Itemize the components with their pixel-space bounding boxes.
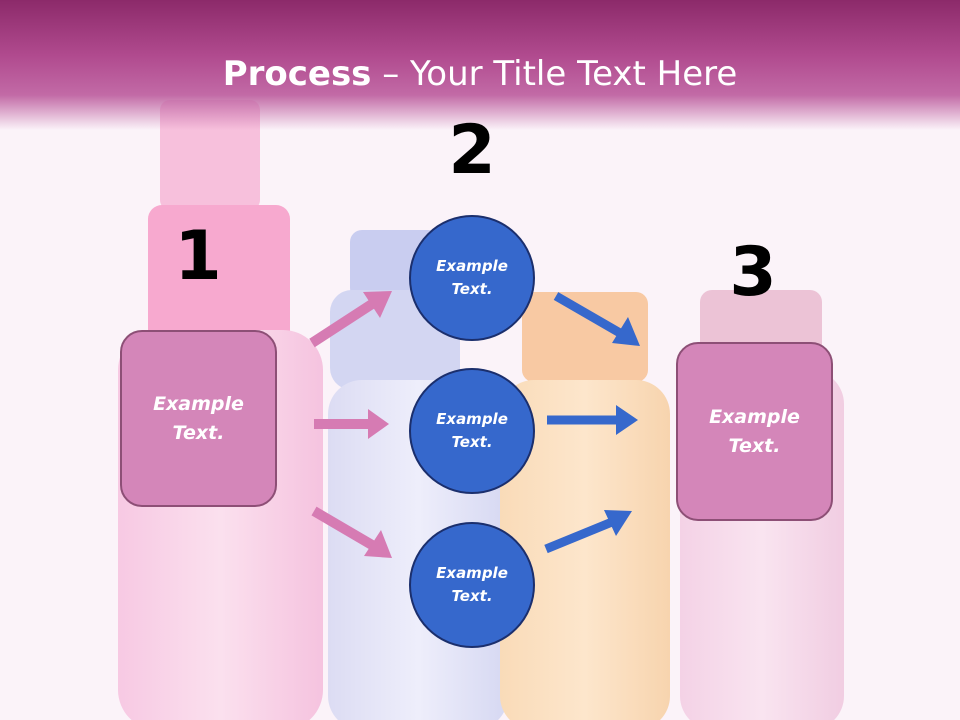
header-band [0, 0, 960, 130]
step-1-text: Example Text. [153, 392, 244, 444]
slide-title: Process – Your Title Text Here [0, 52, 960, 96]
arrow-bottom-to-step3 [544, 510, 632, 554]
arrow-step1-to-bottom [311, 506, 392, 558]
step-2-number: 2 [448, 111, 496, 190]
arrow-middle-to-step3 [547, 405, 638, 435]
step-2-circle-bottom-text: Example Text. [436, 564, 508, 605]
title-bold: Process [222, 54, 372, 94]
step-1-box: Example Text. [120, 330, 277, 507]
step-2-circle-top-text: Example Text. [436, 257, 508, 298]
step-1-number: 1 [174, 217, 222, 296]
step-3-text: Example Text. [709, 405, 800, 457]
step-2-circle-middle-text: Example Text. [436, 410, 508, 451]
step-2-circle-top: Example Text. [409, 215, 535, 341]
arrow-step1-to-middle [314, 409, 389, 439]
step-3-box: Example Text. [676, 342, 833, 521]
title-rest: – Your Title Text Here [371, 54, 738, 94]
arrow-top-to-step3 [553, 292, 640, 346]
arrow-step1-to-top [309, 291, 392, 348]
step-2-circle-bottom: Example Text. [409, 522, 535, 648]
step-2-circle-middle: Example Text. [409, 368, 535, 494]
step-3-number: 3 [729, 233, 777, 312]
